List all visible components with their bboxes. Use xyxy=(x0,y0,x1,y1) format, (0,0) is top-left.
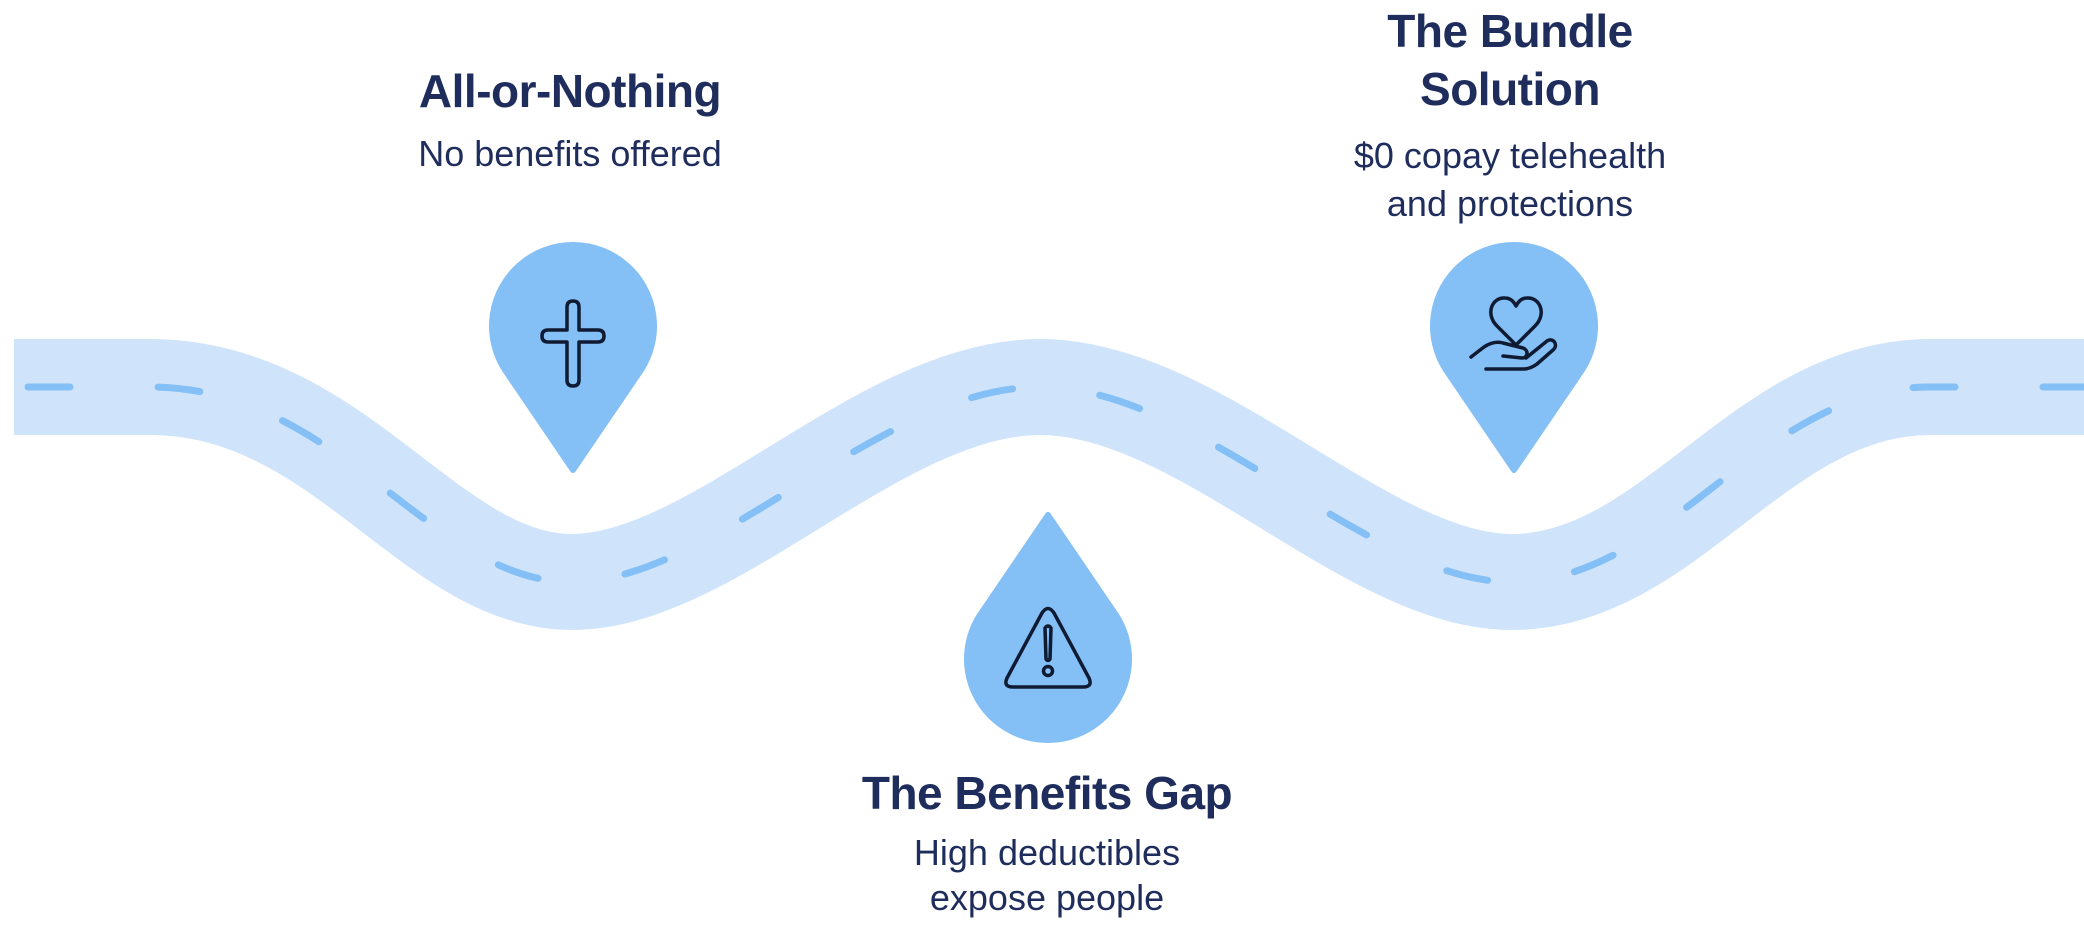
heart-in-hand-icon xyxy=(1469,296,1558,371)
stage-description-line: High deductibles xyxy=(913,832,1181,873)
location-pin-all-or-nothing xyxy=(489,242,657,473)
stage-description-line: $0 copay telehealth xyxy=(1353,135,1667,176)
stage-description-line: expose people xyxy=(929,877,1165,918)
stage-description: High deductibles expose people xyxy=(797,830,1297,920)
location-pin-bundle-solution xyxy=(1430,242,1598,473)
stage-benefits-gap: The Benefits Gap High deductibles expose… xyxy=(797,764,1297,920)
stage-bundle-solution: The Bundle Solution $0 copay telehealth … xyxy=(1300,2,1720,228)
stage-title: The Benefits Gap xyxy=(861,767,1233,819)
stage-description: No benefits offered xyxy=(418,133,722,174)
stage-title-line: Solution xyxy=(1420,63,1600,115)
stage-description: $0 copay telehealth and protections xyxy=(1300,132,1720,228)
stage-title-line: The Bundle xyxy=(1387,5,1633,57)
warning-triangle-icon xyxy=(1004,606,1092,689)
stage-title: The Bundle Solution xyxy=(1300,2,1720,118)
stage-title: All-or-Nothing xyxy=(418,65,722,117)
stage-all-or-nothing: All-or-Nothing No benefits offered xyxy=(370,62,770,178)
road xyxy=(14,338,2084,631)
cross-icon xyxy=(540,299,606,388)
location-pin-benefits-gap xyxy=(964,512,1132,743)
stage-description-line: and protections xyxy=(1386,183,1634,224)
